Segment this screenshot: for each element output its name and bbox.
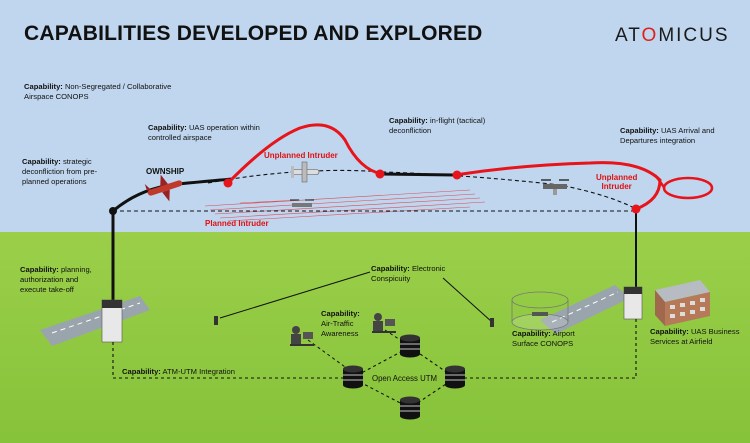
planned-intruder-zone: [204, 189, 486, 222]
database-icon-left: [343, 365, 363, 389]
waypoint-1: [223, 178, 233, 188]
ground-area: [0, 232, 750, 443]
database-icon-top: [400, 334, 420, 358]
capability-arrival-departures: Capability: UAS Arrival and Departures i…: [620, 126, 715, 145]
capability-business-services: Capability: UAS Business Services at Air…: [650, 327, 740, 346]
database-icon-bottom: [400, 396, 420, 420]
capability-atm-utm: Capability: ATM-UTM Integration: [122, 367, 235, 376]
capability-air-traffic-awareness: Capability: Air-Traffic Awareness: [321, 309, 360, 338]
operator-workstation-icon-1: [290, 326, 314, 346]
conspicuity-line-1: [219, 271, 371, 319]
conspicuity-line-2: [442, 277, 493, 323]
capability-controlled-airspace: Capability: UAS operation within control…: [148, 123, 260, 142]
waypoint-3: [452, 170, 462, 180]
planned-route-upper-dashed: [207, 169, 637, 210]
business-link: [455, 319, 637, 379]
operator-workstation-icon-2: [372, 313, 396, 333]
capability-planning-takeoff: Capability: planning, authorization and …: [20, 265, 92, 294]
sky-area: [0, 0, 750, 232]
capability-strategic-deconfliction: Capability: strategic deconfliction from…: [22, 157, 98, 186]
unplanned-intruder-label-1: Unplanned Intruder: [264, 151, 338, 160]
waypoint-4: [631, 204, 641, 214]
intruder-aircraft-icon: [290, 161, 320, 183]
waypoint-2: [375, 169, 385, 179]
airport-surface-zone: [511, 291, 569, 331]
holding-loop: [662, 176, 714, 200]
tower-icon-right: [623, 286, 643, 320]
capability-airspace-conops: Capability: Non-Segregated / Collaborati…: [24, 82, 172, 101]
atomicus-logo: ATOMICUS: [615, 25, 730, 46]
unplanned-intruder-path-2: [454, 161, 662, 211]
atm-utm-link: [112, 342, 352, 379]
page-title: CAPABILITIES DEVELOPED AND EXPLORED: [24, 22, 483, 45]
workstation-link-2: [384, 329, 409, 346]
transponder-icon-right: [490, 318, 494, 327]
unplanned-intruder-path-1: [226, 123, 383, 185]
drone-icon: [541, 179, 569, 195]
ownship-label: OWNSHIP: [146, 167, 185, 176]
planned-intruder-drone-icon: [290, 199, 314, 207]
tower-icon-left: [101, 299, 123, 343]
ownship-route: [111, 177, 234, 300]
capability-electronic-conspicuity: Capability: Electronic Conspicuity: [371, 264, 446, 283]
waypoint-start: [109, 207, 117, 215]
ownship-route-mid: [378, 172, 456, 177]
transponder-icon-left: [214, 316, 218, 325]
runway-icon-left: [40, 296, 150, 346]
hangar-building-icon: [655, 280, 710, 326]
capability-airport-surface: Capability: Airport Surface CONOPS: [512, 329, 575, 348]
capability-inflight-deconfliction: Capability: in-flight (tactical) deconfl…: [389, 116, 486, 135]
open-access-utm-label: Open Access UTM: [372, 374, 437, 383]
planned-intruder-label: Planned Intruder: [205, 219, 269, 228]
database-icon-right: [445, 365, 465, 389]
ownship-aircraft-icon: [144, 174, 183, 202]
